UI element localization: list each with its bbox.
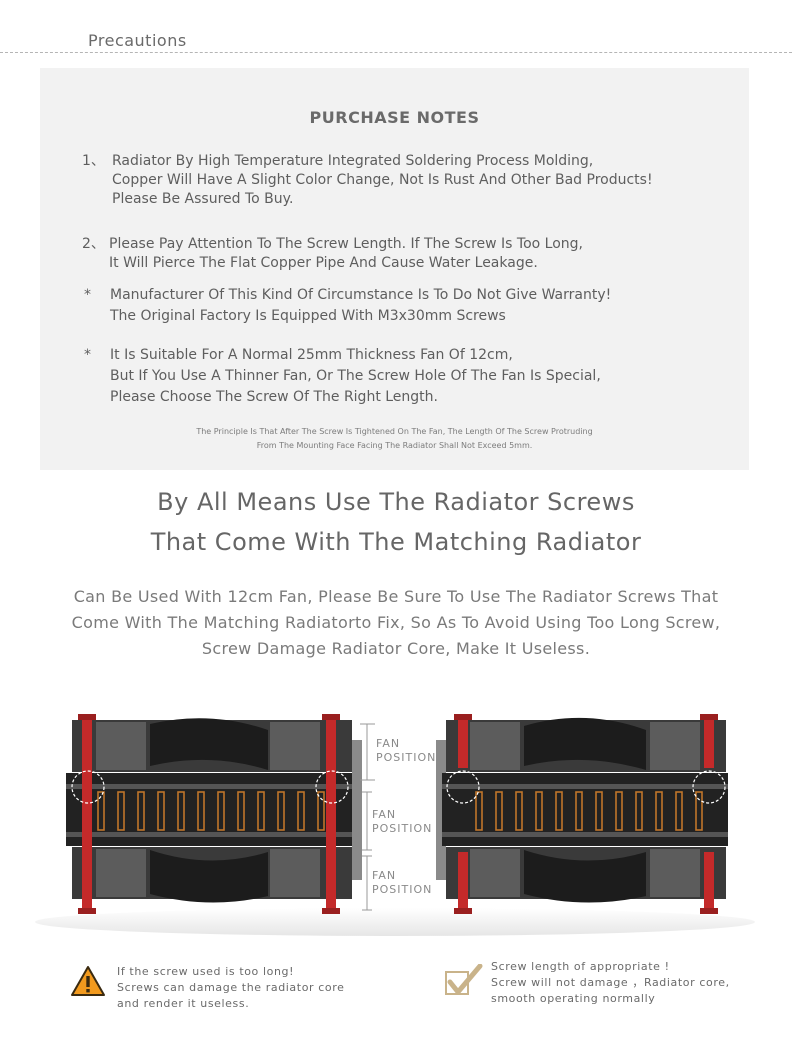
fan-label-line: FAN: [372, 808, 397, 821]
screw-head: [454, 908, 472, 914]
screw-head: [78, 908, 96, 914]
fan-corner-block: [96, 722, 146, 770]
paragraph-line: Screw Damage Radiator Core, Make It Usel…: [201, 639, 591, 658]
right-assembly-correct-screws: [436, 714, 728, 914]
screw-shaft: [326, 716, 336, 912]
copper-fins: [97, 791, 325, 831]
fine-print-line: From The Mounting Face Facing The Radiat…: [256, 441, 533, 450]
fan-blade: [150, 718, 268, 770]
note-line: Please Choose The Screw Of The Right Len…: [110, 389, 438, 405]
fan-corner-block: [270, 722, 320, 770]
note-item-3: * Manufacturer Of This Kind Of Circumsta…: [84, 285, 611, 327]
screw-shaft: [704, 852, 714, 912]
note-marker: *: [84, 287, 91, 303]
warning-line: If the screw used is too long!: [117, 965, 295, 978]
note-line: Please Pay Attention To The Screw Length…: [109, 236, 583, 252]
note-item-1: 1、 Radiator By High Temperature Integrat…: [82, 152, 653, 209]
screw-head: [700, 908, 718, 914]
warning-triangle-icon: [71, 966, 105, 996]
left-assembly-too-long-screws: [66, 714, 362, 914]
side-plate: [352, 740, 362, 880]
radiator-rail: [66, 784, 360, 789]
fan-label-line: POSITION: [372, 822, 433, 835]
fan-blade: [524, 850, 646, 903]
screw-shaft: [704, 716, 714, 768]
fan-label-line: POSITION: [376, 751, 437, 764]
fan-corner-block: [96, 849, 146, 897]
radiator-fan-diagram: [35, 714, 755, 936]
highlight-circle: [315, 770, 349, 804]
fan-blade: [150, 850, 268, 903]
note-marker: *: [84, 347, 91, 363]
fan-position-label-top: FAN POSITION: [376, 737, 436, 765]
note-item-2: 2、 Please Pay Attention To The Screw Len…: [82, 235, 583, 273]
checkmark-icon: [445, 964, 483, 995]
warning-line: Screws can damage the radiator core: [117, 981, 345, 994]
fan-blade: [524, 717, 646, 770]
purchase-notes-panel: PURCHASE NOTES 1、 Radiator By High Tempe…: [40, 68, 749, 470]
highlight-circle: [446, 770, 480, 804]
fan-corner-block: [650, 722, 700, 770]
header-divider: [0, 52, 792, 53]
fan-corner-block: [650, 849, 700, 897]
note-line: Radiator By High Temperature Integrated …: [112, 153, 594, 169]
fan-label-line: POSITION: [372, 883, 433, 896]
fan-corner-block: [470, 722, 520, 770]
note-line: The Original Factory Is Equipped With M3…: [110, 308, 506, 324]
screw-head: [322, 908, 340, 914]
ok-line: smooth operating normally: [491, 992, 656, 1005]
side-plate: [436, 740, 446, 880]
fan-position-label-middle: FAN POSITION: [372, 808, 432, 836]
fine-print-line: The Principle Is That After The Screw Is…: [196, 427, 593, 436]
section-title: Precautions: [88, 31, 187, 50]
ok-line: Screw length of appropriate !: [491, 960, 670, 973]
ok-line: Screw will not damage ，Radiator core,: [491, 976, 730, 989]
highlight-circle: [692, 770, 726, 804]
screw-head: [78, 714, 96, 720]
screw-head: [322, 714, 340, 720]
note-item-4: * It Is Suitable For A Normal 25mm Thick…: [84, 345, 601, 408]
fan-position-label-bottom: FAN POSITION: [372, 869, 432, 897]
screw-head: [700, 714, 718, 720]
ok-text: Screw length of appropriate ! Screw will…: [491, 959, 730, 1007]
radiator-rail: [66, 832, 360, 837]
warning-text: If the screw used is too long! Screws ca…: [117, 964, 344, 1012]
note-line: Copper Will Have A Slight Color Change, …: [112, 172, 653, 188]
usage-paragraph: Can Be Used With 12cm Fan, Please Be Sur…: [0, 584, 792, 662]
screw-shaft: [458, 716, 468, 768]
radiator-rail: [442, 832, 728, 837]
headline-line-1: By All Means Use The Radiator Screws: [157, 488, 635, 516]
note-line: Manufacturer Of This Kind Of Circumstanc…: [110, 287, 612, 303]
fan-label-line: FAN: [372, 869, 397, 882]
fine-print: The Principle Is That After The Screw Is…: [40, 425, 749, 453]
radiator-rail: [442, 784, 728, 789]
screw-head: [454, 714, 472, 720]
note-marker: 1、: [82, 153, 105, 169]
fan-corner-block: [470, 849, 520, 897]
note-marker: 2、: [82, 236, 105, 252]
purchase-notes-title: PURCHASE NOTES: [309, 108, 480, 127]
screw-shaft: [82, 716, 92, 912]
headline-line-2: That Come With The Matching Radiator: [150, 528, 642, 556]
copper-fins: [475, 791, 703, 831]
dimension-markers: [360, 723, 375, 911]
paragraph-line: Come With The Matching Radiatorto Fix, S…: [71, 613, 721, 632]
fan-label-line: FAN: [376, 737, 401, 750]
note-line: It Will Pierce The Flat Copper Pipe And …: [109, 255, 538, 271]
warning-line: and render it useless.: [117, 997, 250, 1010]
paragraph-line: Can Be Used With 12cm Fan, Please Be Sur…: [73, 587, 719, 606]
note-line: Please Be Assured To Buy.: [112, 191, 294, 207]
note-line: But If You Use A Thinner Fan, Or The Scr…: [110, 368, 601, 384]
highlight-circle: [71, 770, 105, 804]
screw-shaft: [458, 852, 468, 912]
fan-corner-block: [270, 849, 320, 897]
floor-shadow: [35, 908, 755, 936]
note-line: It Is Suitable For A Normal 25mm Thickne…: [110, 347, 513, 363]
